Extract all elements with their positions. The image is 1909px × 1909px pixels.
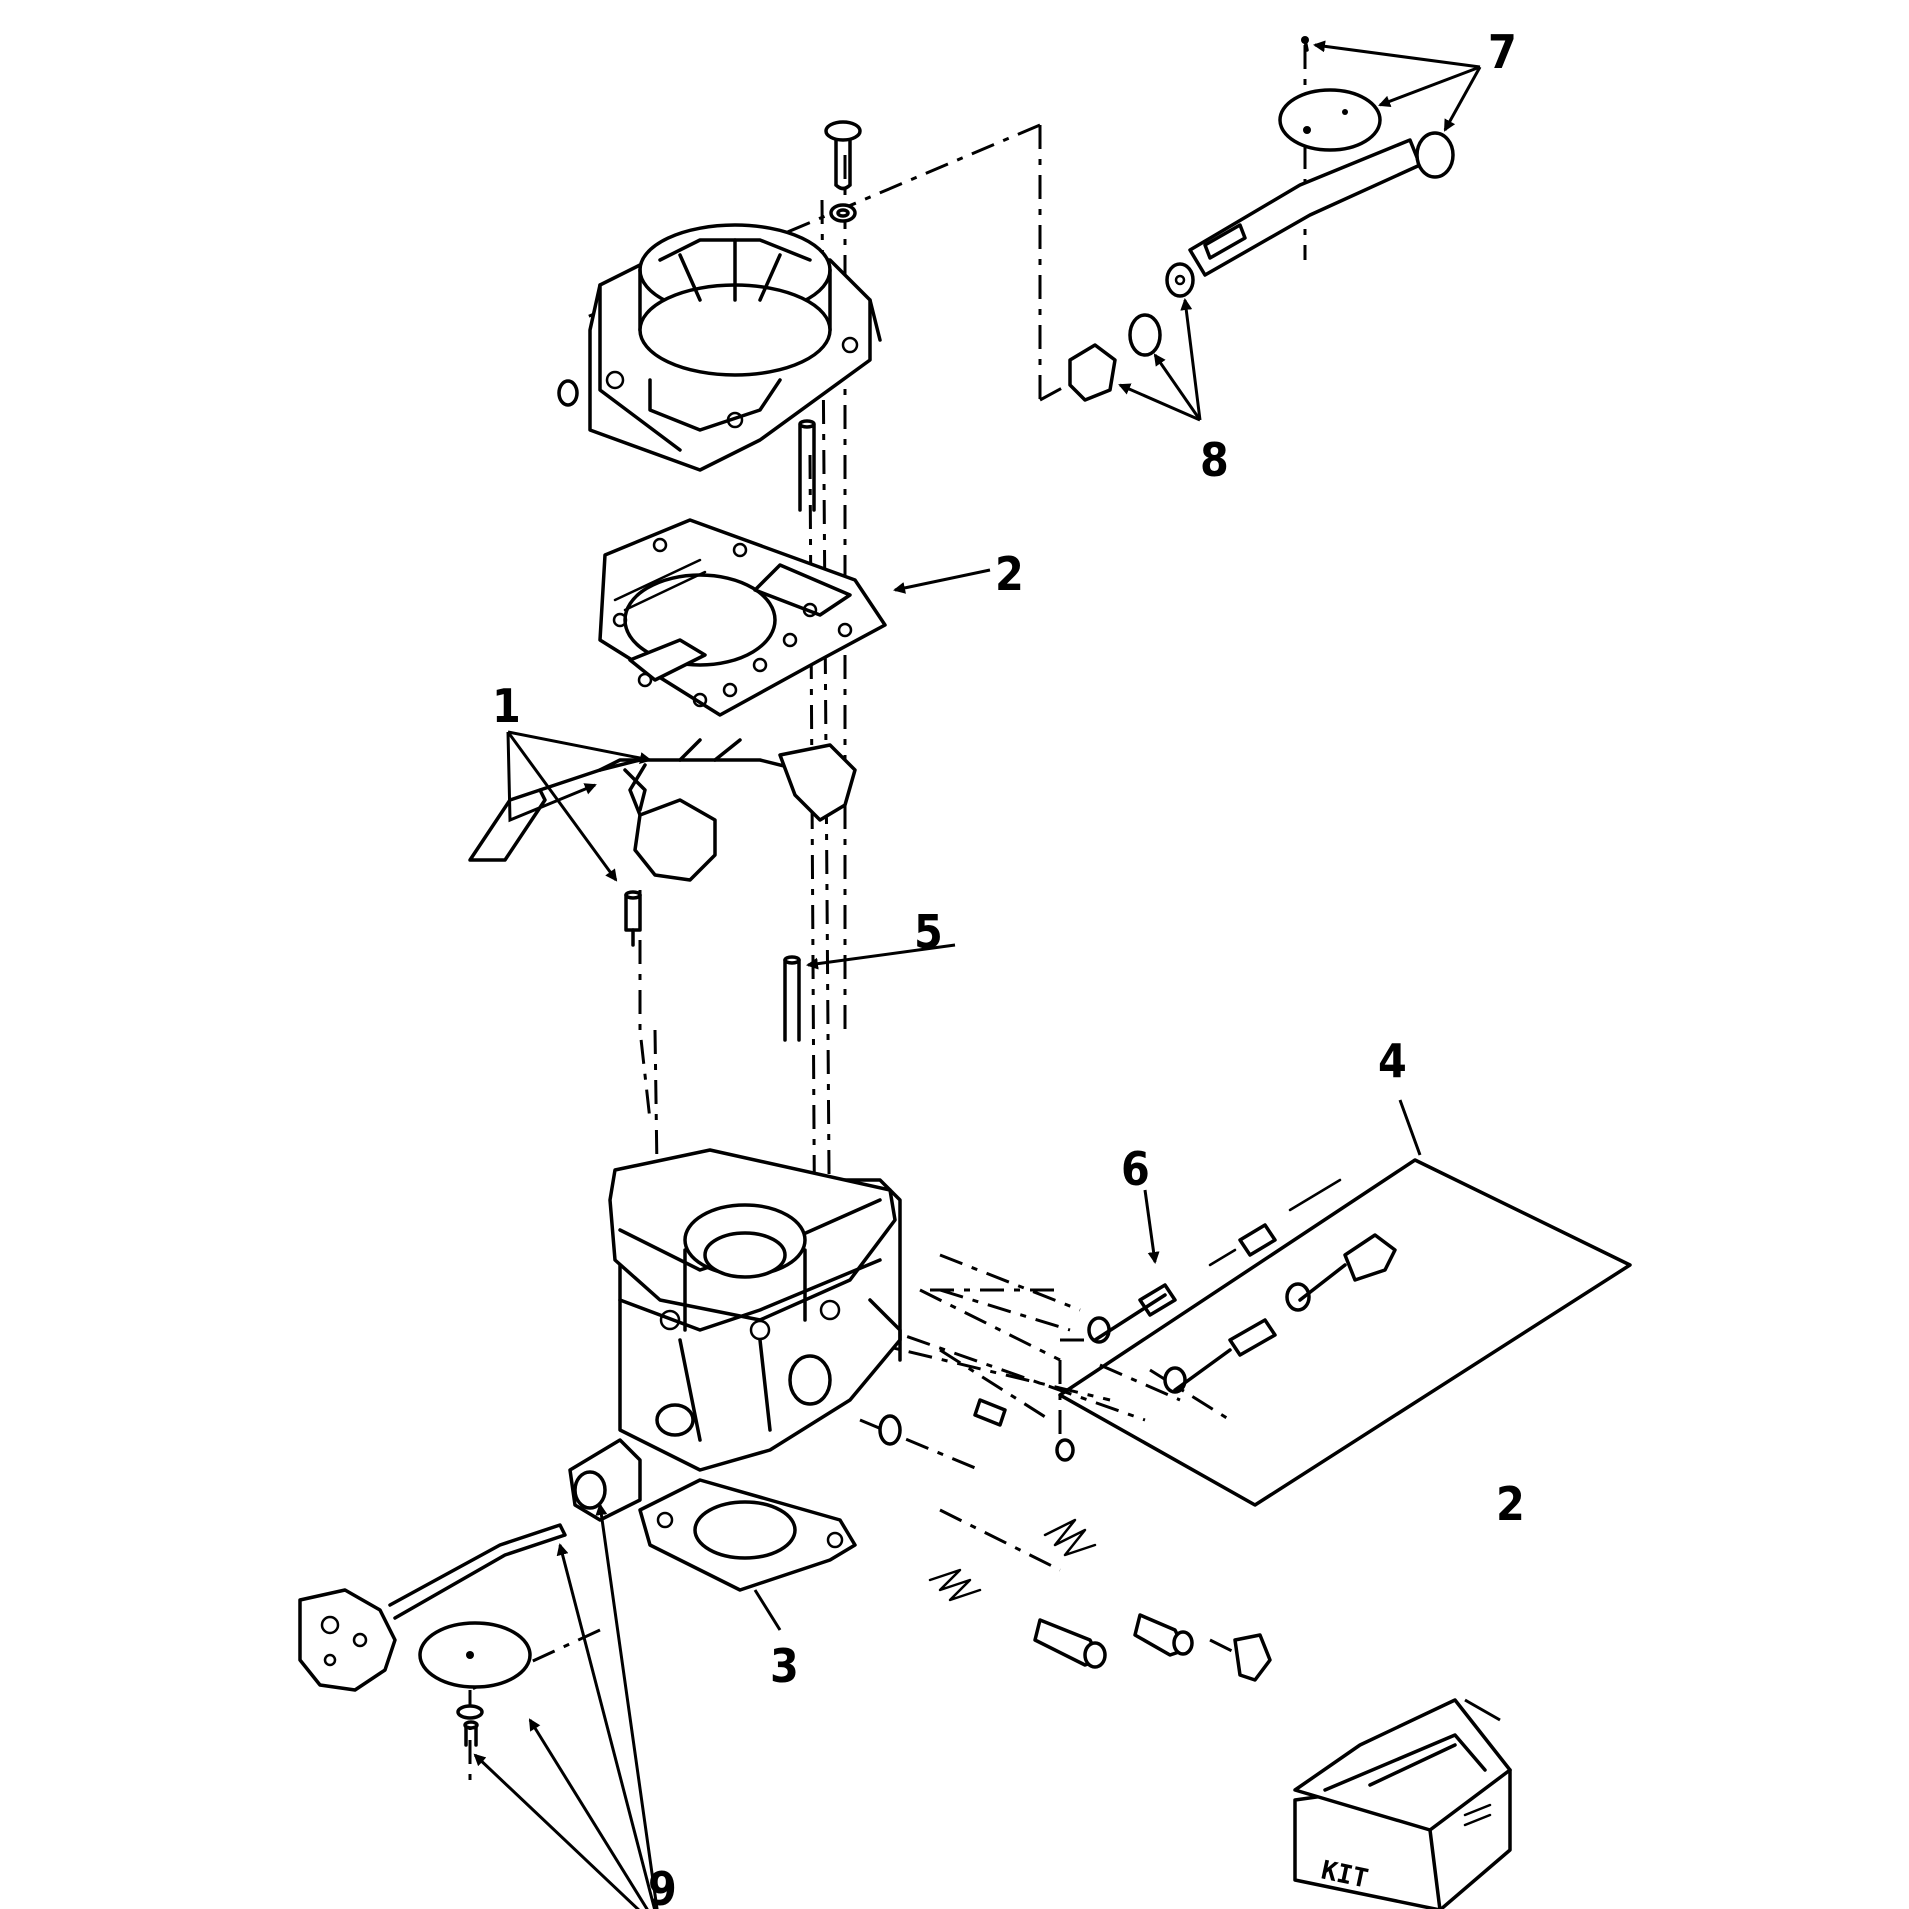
callout-numbers: 1 2 2 3 4 5 6 7 8 9: [492, 25, 1525, 1909]
kit-box: [1293, 1698, 1512, 1909]
pin-top: [798, 419, 816, 512]
callout-4: 4: [1378, 1034, 1407, 1088]
pump-pin: [783, 955, 801, 1042]
callout-5: 5: [914, 905, 943, 959]
throttle-shaft-assembly: [298, 1438, 642, 1747]
needle-valve: [624, 890, 642, 947]
body-small-parts: [878, 1398, 1075, 1462]
air-horn-body: [557, 223, 882, 472]
choke-lever-parts: [1068, 262, 1195, 402]
gasket: [598, 518, 887, 717]
callout-1: 1: [492, 679, 521, 733]
kit-parts-card: [1058, 1158, 1632, 1507]
callout-2: 2: [995, 547, 1024, 601]
choke-plate-assembly: [1188, 36, 1455, 277]
leader-lines: [473, 40, 1501, 1909]
float-assembly: [468, 738, 857, 882]
flange-gasket: [638, 1478, 857, 1592]
callout-7: 7: [1488, 25, 1517, 79]
callout-8: 8: [1200, 433, 1229, 487]
callout-6: 6: [1121, 1142, 1150, 1196]
adjusting-screws-springs: [928, 1518, 1272, 1682]
top-screw: [824, 120, 862, 223]
callout-2-kit: 2: [1496, 1477, 1525, 1531]
callout-9: 9: [648, 1862, 677, 1909]
callout-3: 3: [770, 1639, 799, 1693]
main-body: [608, 1148, 902, 1472]
